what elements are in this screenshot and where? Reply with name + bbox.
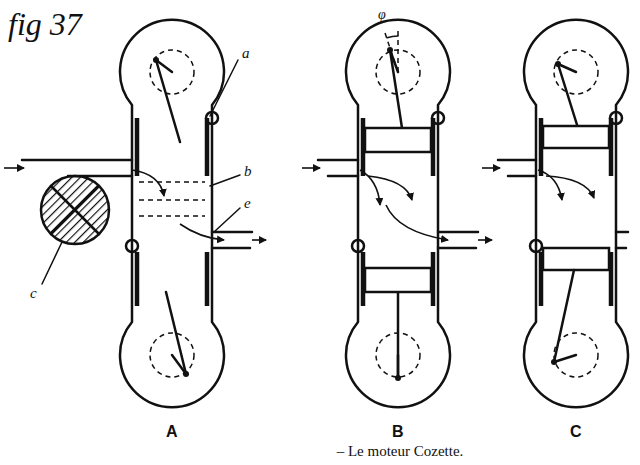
engine-c-stroke: [482, 167, 500, 169]
engine-c-stroke: [524, 20, 628, 407]
engine-c-stroke: [546, 176, 594, 198]
part-letter: e: [244, 196, 251, 211]
engine-a-stroke: [180, 224, 224, 240]
engine-a-stroke: [132, 170, 164, 196]
engine-b-stroke: [365, 128, 431, 152]
engine-a-stroke: [51, 186, 99, 234]
engine-a-stroke: [210, 175, 240, 186]
engine-b-stroke: [318, 160, 358, 176]
engine-a-stroke: [139, 199, 205, 201]
engine-b-stroke: [376, 50, 420, 94]
engine-a-stroke: [166, 292, 186, 374]
view-letter: B: [392, 424, 404, 440]
engine-a-stroke: [120, 20, 224, 407]
engine-b-stroke: [478, 239, 492, 241]
engine-b-stroke: [363, 118, 433, 306]
angle-symbol: φ: [378, 8, 386, 22]
part-letter: b: [244, 164, 252, 179]
view-letter: C: [570, 424, 582, 440]
engine-a-stroke: [150, 333, 194, 377]
figure-number: fig 37: [8, 8, 82, 40]
engine-c-stroke: [554, 333, 598, 377]
engine-c-stroke: [543, 126, 609, 148]
engine-c-stroke: [555, 61, 561, 67]
engine-a-stroke: [156, 60, 180, 142]
engine-b-stroke: [386, 205, 448, 240]
engine-c-stroke: [558, 64, 578, 128]
engine-b-stroke: [360, 170, 380, 205]
engine-a-stroke: [22, 160, 132, 176]
engine-a-stroke: [139, 215, 205, 217]
engine-a-stroke: [210, 60, 238, 116]
engine-a-stroke: [137, 118, 207, 306]
engine-b: [302, 20, 492, 407]
figure-caption: – Le moteur Cozette.: [337, 444, 464, 459]
engine-b-stroke: [395, 375, 401, 381]
engine-a-stroke: [183, 371, 189, 377]
engine-b-stroke: [365, 268, 431, 292]
engine-b-stroke: [368, 176, 412, 200]
engine-a-stroke: [150, 50, 194, 94]
engine-b-stroke: [387, 36, 398, 38]
engine-c-stroke: [538, 170, 562, 200]
engine-a-stroke: [42, 242, 62, 284]
engine-a-stroke: [4, 167, 24, 169]
engine-c-stroke: [543, 248, 609, 270]
engine-a-stroke: [214, 208, 240, 232]
engine-a-stroke: [206, 112, 218, 124]
engine-c-stroke: [551, 359, 557, 365]
engine-c-stroke: [541, 118, 611, 306]
part-letter: c: [30, 286, 37, 301]
part-letter: a: [242, 46, 250, 61]
engine-b-stroke: [384, 30, 398, 72]
engine-a-stroke: [153, 57, 159, 63]
engine-c-stroke: [554, 270, 574, 362]
engine-a-stroke: [126, 240, 138, 252]
engine-b-stroke: [397, 292, 400, 378]
engine-b-stroke: [346, 20, 450, 407]
engine-c-stroke: [616, 232, 628, 248]
engine-b-stroke: [352, 240, 364, 252]
engine-c: [482, 20, 628, 407]
engine-a-stroke: [252, 239, 266, 241]
engine-a-stroke: [139, 181, 205, 183]
engine-c-stroke: [610, 112, 622, 124]
engine-b-stroke: [432, 112, 444, 124]
view-letter: A: [166, 424, 178, 440]
engine-c-stroke: [498, 160, 536, 176]
engine-c-stroke: [554, 355, 576, 362]
engine-b-stroke: [390, 50, 402, 128]
engine-b-stroke: [397, 28, 399, 72]
engine-a: [4, 20, 266, 407]
engine-b-stroke: [302, 167, 320, 169]
engine-c-stroke: [530, 240, 542, 252]
engine-b-stroke: [387, 47, 393, 53]
engine-a-stroke: [41, 176, 109, 244]
